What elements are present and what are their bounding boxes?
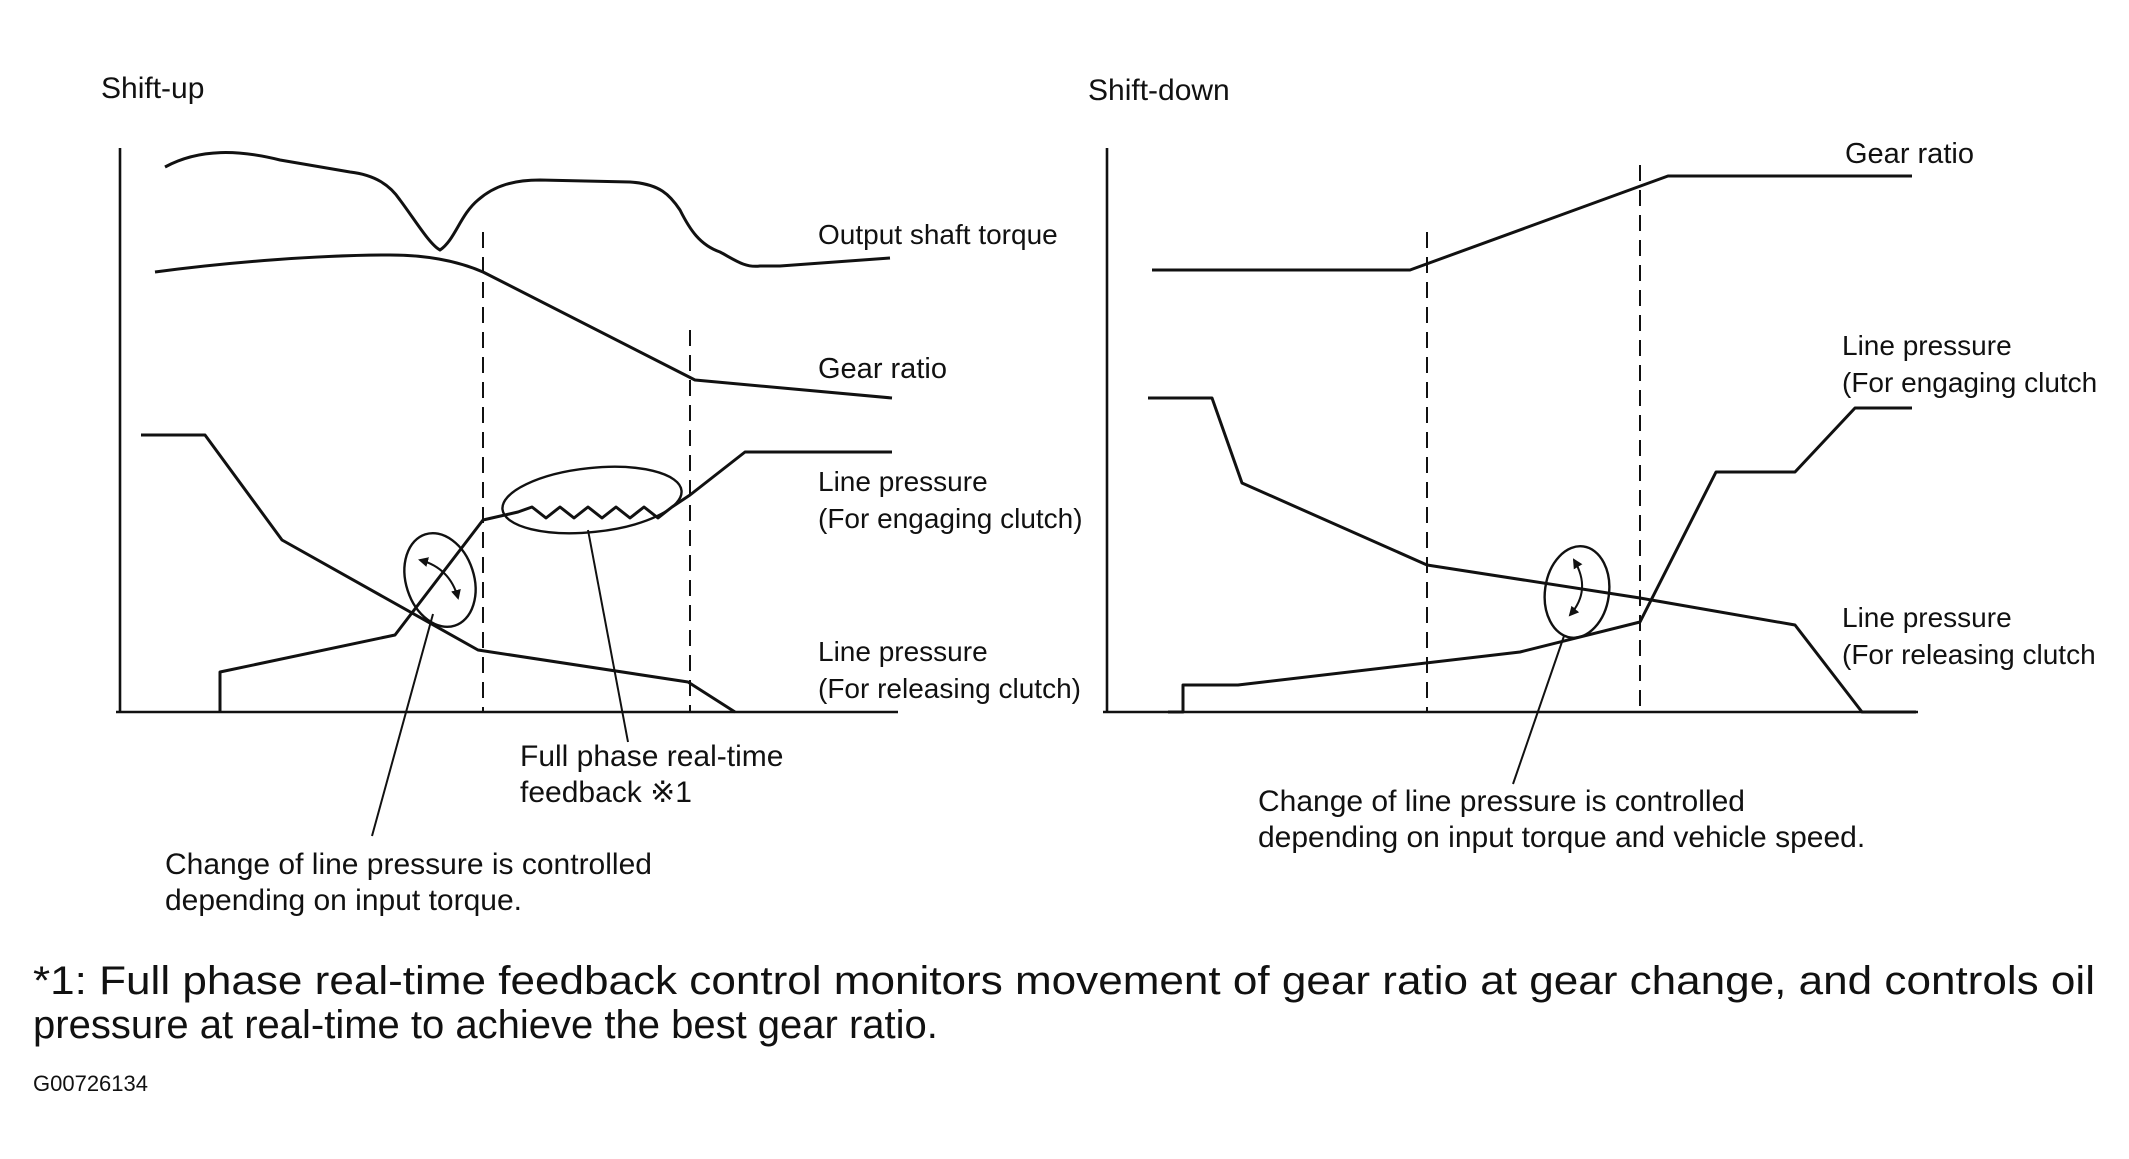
shift-down-control-leader bbox=[1512, 635, 1565, 785]
shift-down-control-note-line-2: depending on input torque and vehicle sp… bbox=[1258, 821, 1865, 854]
shift-up-control-note-line-1: Change of line pressure is controlled bbox=[165, 848, 652, 881]
shift-down-gear-ratio-label: Gear ratio bbox=[1845, 138, 1974, 170]
feedback-note-line-2: feedback ※1 bbox=[520, 776, 692, 809]
shift-up-engaging-label-2: (For engaging clutch) bbox=[818, 503, 1083, 534]
figure-code: G00726134 bbox=[33, 1071, 148, 1096]
shift-up-releasing-label-1: Line pressure bbox=[818, 636, 988, 667]
shift-down-releasing-label-1: Line pressure bbox=[1842, 602, 2012, 633]
shift-down-engaging-label-2: (For engaging clutch bbox=[1842, 367, 2097, 398]
gear-ratio-curve bbox=[154, 253, 893, 400]
output-shaft-torque-curve bbox=[164, 151, 891, 268]
pressure-control-ring bbox=[403, 531, 477, 629]
footnote-line-1: *1: Full phase real-time feedback contro… bbox=[33, 959, 2095, 1003]
shift-up-gear-ratio-label: Gear ratio bbox=[818, 353, 947, 385]
shift-down-control-ring bbox=[1543, 545, 1611, 639]
control-leader bbox=[371, 613, 434, 837]
shift-up-engaging-label-1: Line pressure bbox=[818, 466, 988, 497]
shift-down-control-note-line-1: Change of line pressure is controlled bbox=[1258, 785, 1745, 818]
shift-down-gear-ratio-curve bbox=[1152, 174, 1912, 272]
shift-up-releasing-label-2: (For releasing clutch) bbox=[818, 673, 1081, 704]
shift-down-engaging-curve bbox=[1168, 406, 1912, 714]
feedback-note-line-1: Full phase real-time bbox=[520, 740, 783, 773]
line-pressure-engaging-curve bbox=[218, 450, 892, 712]
pressure-control-arrow bbox=[418, 557, 461, 600]
line-pressure-releasing-curve bbox=[141, 433, 736, 714]
output-shaft-torque-label: Output shaft torque bbox=[818, 219, 1058, 250]
shift-down-panel: Shift-down Gear ratio Line pressure (For… bbox=[1088, 74, 2097, 854]
shift-down-releasing-curve bbox=[1148, 396, 1916, 714]
shift-up-title: Shift-up bbox=[101, 72, 204, 105]
shift-up-control-note-line-2: depending on input torque. bbox=[165, 884, 522, 917]
shift-up-panel: Shift-up Output shaft torque Gear ratio … bbox=[101, 72, 1083, 917]
shift-down-engaging-label-1: Line pressure bbox=[1842, 330, 2012, 361]
footnote-line-2: pressure at real-time to achieve the bes… bbox=[33, 1003, 938, 1047]
shift-down-control-arrow bbox=[1568, 558, 1583, 617]
shift-down-releasing-label-2: (For releasing clutch bbox=[1842, 639, 2096, 670]
feedback-ring bbox=[501, 465, 683, 535]
shift-down-title: Shift-down bbox=[1088, 74, 1230, 107]
feedback-leader bbox=[587, 529, 629, 743]
